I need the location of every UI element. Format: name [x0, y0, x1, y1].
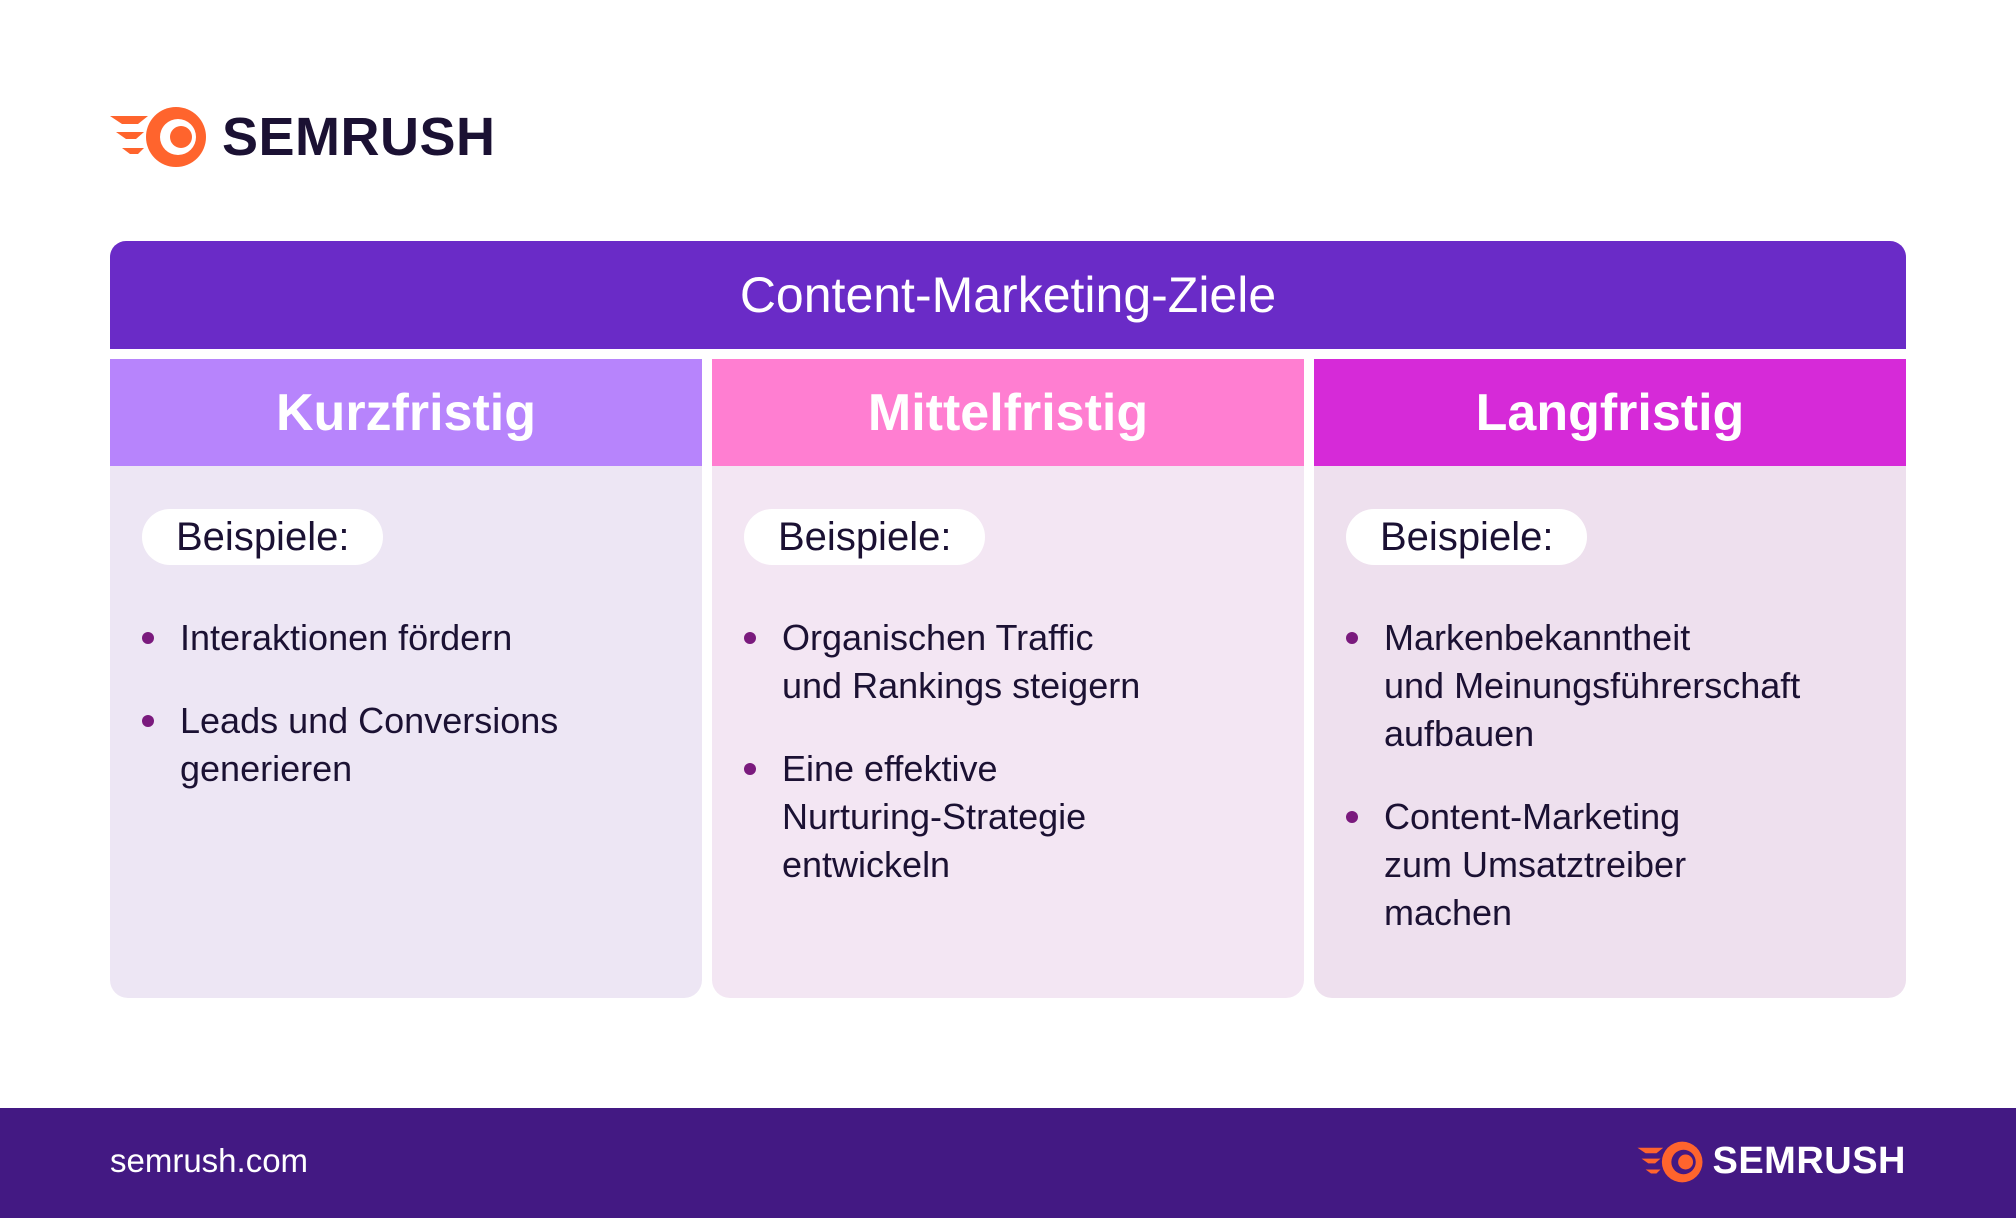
- column-mittelfristig: Mittelfristig Beispiele: Organischen Tra…: [712, 359, 1304, 998]
- list-item: Content-Marketing zum Umsatztreiber mach…: [1344, 793, 1884, 937]
- list-item-text: Markenbekanntheit und Meinungsführerscha…: [1384, 617, 1801, 754]
- bullet-icon: [142, 632, 154, 644]
- list-item: Eine effektive Nurturing-Strategie entwi…: [742, 745, 1282, 889]
- diagram-title: Content-Marketing-Ziele: [739, 267, 1277, 323]
- list-item: Interaktionen fördern: [140, 614, 680, 662]
- semrush-wordmark: SEMRUSH: [222, 107, 496, 167]
- title-bar: Content-Marketing-Ziele: [110, 241, 1906, 349]
- list-item: Leads und Conversions generieren: [140, 697, 680, 793]
- bullet-icon: [1346, 632, 1358, 644]
- examples-pill: Beispiele:: [142, 509, 384, 565]
- list-item: Organischen Traffic und Rankings steiger…: [742, 614, 1282, 710]
- column-langfristig: Langfristig Beispiele: Markenbekanntheit…: [1314, 359, 1906, 998]
- list-item-text: Interaktionen fördern: [180, 617, 513, 658]
- semrush-logo: SEMRUSH: [108, 106, 496, 168]
- goal-list: Organischen Traffic und Rankings steiger…: [742, 614, 1282, 924]
- column-heading: Mittelfristig: [867, 383, 1149, 442]
- bullet-icon: [1346, 811, 1358, 823]
- column-body: Beispiele: Interaktionen fördern Leads u…: [110, 466, 702, 998]
- bullet-icon: [744, 632, 756, 644]
- column-header: Mittelfristig: [712, 359, 1304, 466]
- column-body: Beispiele: Organischen Traffic und Ranki…: [712, 466, 1304, 998]
- list-item-text: Leads und Conversions generieren: [180, 700, 559, 789]
- column-body: Beispiele: Markenbekanntheit und Meinung…: [1314, 466, 1906, 998]
- column-kurzfristig: Kurzfristig Beispiele: Interaktionen för…: [110, 359, 702, 998]
- list-item-text: Eine effektive Nurturing-Strategie entwi…: [782, 748, 1087, 885]
- bullet-icon: [744, 763, 756, 775]
- goal-list: Interaktionen fördern Leads und Conversi…: [140, 614, 680, 828]
- column-heading: Kurzfristig: [276, 383, 536, 442]
- semrush-comet-icon: [110, 107, 206, 167]
- column-header: Langfristig: [1314, 359, 1906, 466]
- bullet-icon: [142, 715, 154, 727]
- goal-list: Markenbekanntheit und Meinungsführerscha…: [1344, 614, 1884, 972]
- list-item: Markenbekanntheit und Meinungsführerscha…: [1344, 614, 1884, 758]
- examples-pill: Beispiele:: [1346, 509, 1588, 565]
- examples-pill: Beispiele:: [744, 509, 986, 565]
- footer-semrush-logo: SEMRUSH: [1636, 1140, 1906, 1183]
- list-item-text: Organischen Traffic und Rankings steiger…: [782, 617, 1141, 706]
- footer-url: semrush.com: [110, 1142, 309, 1179]
- semrush-wordmark: SEMRUSH: [1712, 1140, 1906, 1182]
- semrush-comet-icon: [1637, 1141, 1703, 1182]
- list-item-text: Content-Marketing zum Umsatztreiber mach…: [1384, 796, 1687, 933]
- column-heading: Langfristig: [1475, 383, 1745, 442]
- footer-bar: semrush.com SEMRUSH: [0, 1108, 2016, 1218]
- column-header: Kurzfristig: [110, 359, 702, 466]
